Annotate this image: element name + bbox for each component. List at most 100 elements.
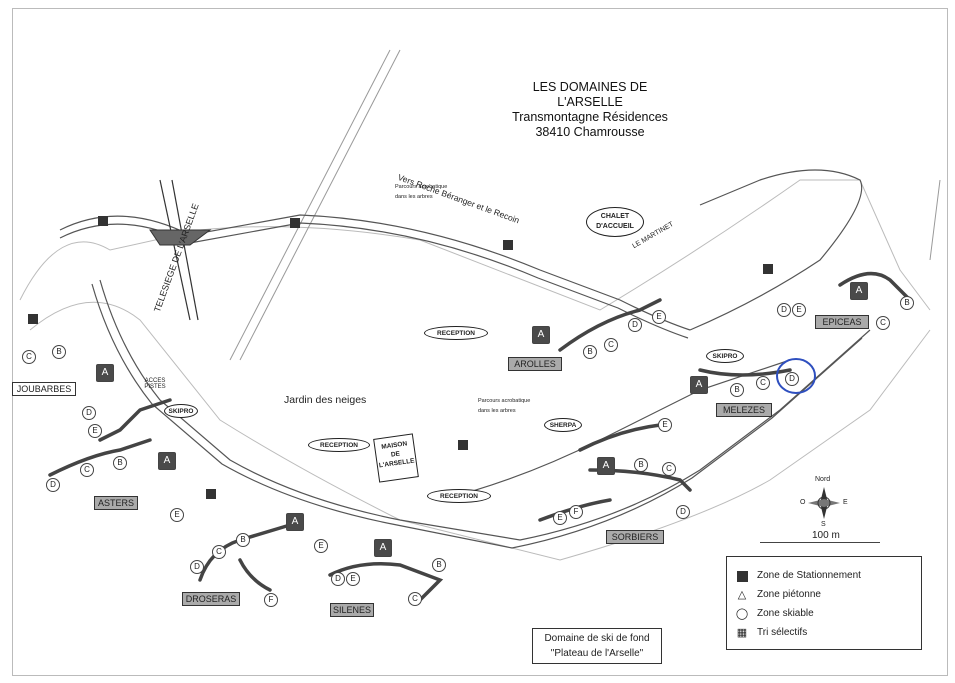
ski-area-box: Domaine de ski de fond "Plateau de l'Ars… [532, 628, 662, 664]
parking-markers [28, 216, 773, 499]
building-marker: D [676, 505, 690, 519]
building-marker: D [331, 572, 345, 586]
compass-east: E [843, 499, 848, 506]
label-jardin: Jardin des neiges [284, 394, 367, 406]
legend-pedestrian: △ Zone piétonne [738, 588, 821, 602]
building-marker: C [662, 462, 676, 476]
building-marker: B [634, 458, 648, 472]
title-line-1: LES DOMAINES DE [532, 80, 648, 94]
scale-label: 100 m [812, 530, 840, 541]
callout-skipro-2: SKIPRO [706, 349, 744, 363]
recycling-icon: ▦ [736, 627, 748, 639]
building-marker: C [408, 592, 422, 606]
building-marker: E [792, 303, 806, 317]
building-marker: E [346, 572, 360, 586]
chalet-line-2: D'ACCUEIL [596, 223, 634, 230]
parcours-1-line-1: Parcours acrobatique [395, 184, 448, 190]
residence-label: SILENES [330, 603, 374, 617]
building-marker: F [264, 593, 278, 607]
residence-label: AROLLES [508, 357, 562, 371]
building-marker: A [374, 539, 392, 557]
building-marker: B [52, 345, 66, 359]
building-marker: A [158, 452, 176, 470]
building-marker: B [113, 456, 127, 470]
title-line-3: Transmontagne Résidences [512, 110, 668, 124]
building-marker: D [82, 406, 96, 420]
pedestrian-icon: △ [737, 589, 747, 601]
legend-parking-label: Zone de Stationnement [757, 570, 861, 581]
ski-area-line-2: "Plateau de l'Arselle" [550, 648, 644, 659]
residence-label: MELEZES [716, 403, 772, 417]
legend-ski: ◯ Zone skiable [736, 607, 814, 621]
legend-parking: Zone de Stationnement [736, 569, 861, 583]
residence-label: ASTERS [94, 496, 138, 510]
callout-sherpa: SHERPA [544, 418, 582, 432]
building-marker: C [756, 376, 770, 390]
building-marker: A [690, 376, 708, 394]
building-marker: B [583, 345, 597, 359]
building-marker: D [785, 372, 799, 386]
chalet-line-1: CHALET [600, 213, 630, 220]
compass-west: O [800, 499, 806, 506]
building-marker: D [777, 303, 791, 317]
ski-area-line-1: Domaine de ski de fond [544, 633, 650, 644]
building-marker: D [628, 318, 642, 332]
building-marker: C [22, 350, 36, 364]
parking-icon [735, 569, 749, 583]
building-marker: E [170, 508, 184, 522]
building-marker: C [604, 338, 618, 352]
map-frame [12, 8, 948, 676]
legend-pedestrian-label: Zone piétonne [757, 589, 821, 600]
building-marker: C [212, 545, 226, 559]
building-marker: A [286, 513, 304, 531]
residence-label: DROSERAS [182, 592, 240, 606]
chalet-accueil-badge: CHALET D'ACCUEIL [586, 207, 644, 237]
building-marker: B [432, 558, 446, 572]
building-marker: B [730, 383, 744, 397]
label-acces-pistes: ACCES PISTES [144, 378, 166, 390]
skier-icon: ◯ [735, 608, 749, 620]
terrain [19, 49, 941, 561]
building-marker: E [658, 418, 672, 432]
building-marker: E [88, 424, 102, 438]
parcours-2-line-2: dans les arbres [478, 408, 516, 414]
building-marker: A [850, 282, 868, 300]
building-marker: E [314, 539, 328, 553]
maison-arselle-badge: MAISON DE L'ARSELLE [373, 433, 419, 483]
callout-reception-1: RECEPTION [424, 326, 488, 340]
building-marker: D [46, 478, 60, 492]
residence-label: SORBIERS [606, 530, 664, 544]
title-line-4: 38410 Chamrousse [535, 125, 645, 139]
residence-label: JOUBARBES [12, 382, 76, 396]
highlight-circle [776, 358, 816, 394]
legend-recycling-label: Tri sélectifs [757, 627, 808, 638]
callout-reception-3: RECEPTION [427, 489, 491, 503]
title-line-2: L'ARSELLE [557, 95, 623, 109]
building-marker: F [569, 505, 583, 519]
parcours-1-line-2: dans les arbres [395, 194, 433, 200]
building-marker: B [236, 533, 250, 547]
ski-lift [149, 179, 212, 321]
callout-reception-2: RECEPTION [308, 438, 370, 452]
scale-line [760, 542, 880, 543]
label-parcours-2: Parcours acrobatique dans les arbres [478, 396, 530, 416]
access-roads [48, 271, 912, 602]
parcours-2-line-1: Parcours acrobatique [478, 398, 531, 404]
compass-south: S [821, 521, 826, 528]
building-marker: C [80, 463, 94, 477]
legend-ski-label: Zone skiable [757, 608, 814, 619]
callout-skipro-1: SKIPRO [164, 404, 198, 418]
building-marker: A [96, 364, 114, 382]
building-marker: D [190, 560, 204, 574]
residence-label: EPICEAS [815, 315, 869, 329]
map-title: LES DOMAINES DE L'ARSELLE Transmontagne … [490, 80, 690, 140]
building-marker: A [597, 457, 615, 475]
label-parcours-1: Parcours acrobatique dans les arbres [395, 182, 447, 202]
building-marker: E [553, 511, 567, 525]
main-road [59, 169, 871, 549]
compass-north: Nord [815, 476, 831, 483]
building-marker: A [532, 326, 550, 344]
building-marker: E [652, 310, 666, 324]
building-marker: B [900, 296, 914, 310]
